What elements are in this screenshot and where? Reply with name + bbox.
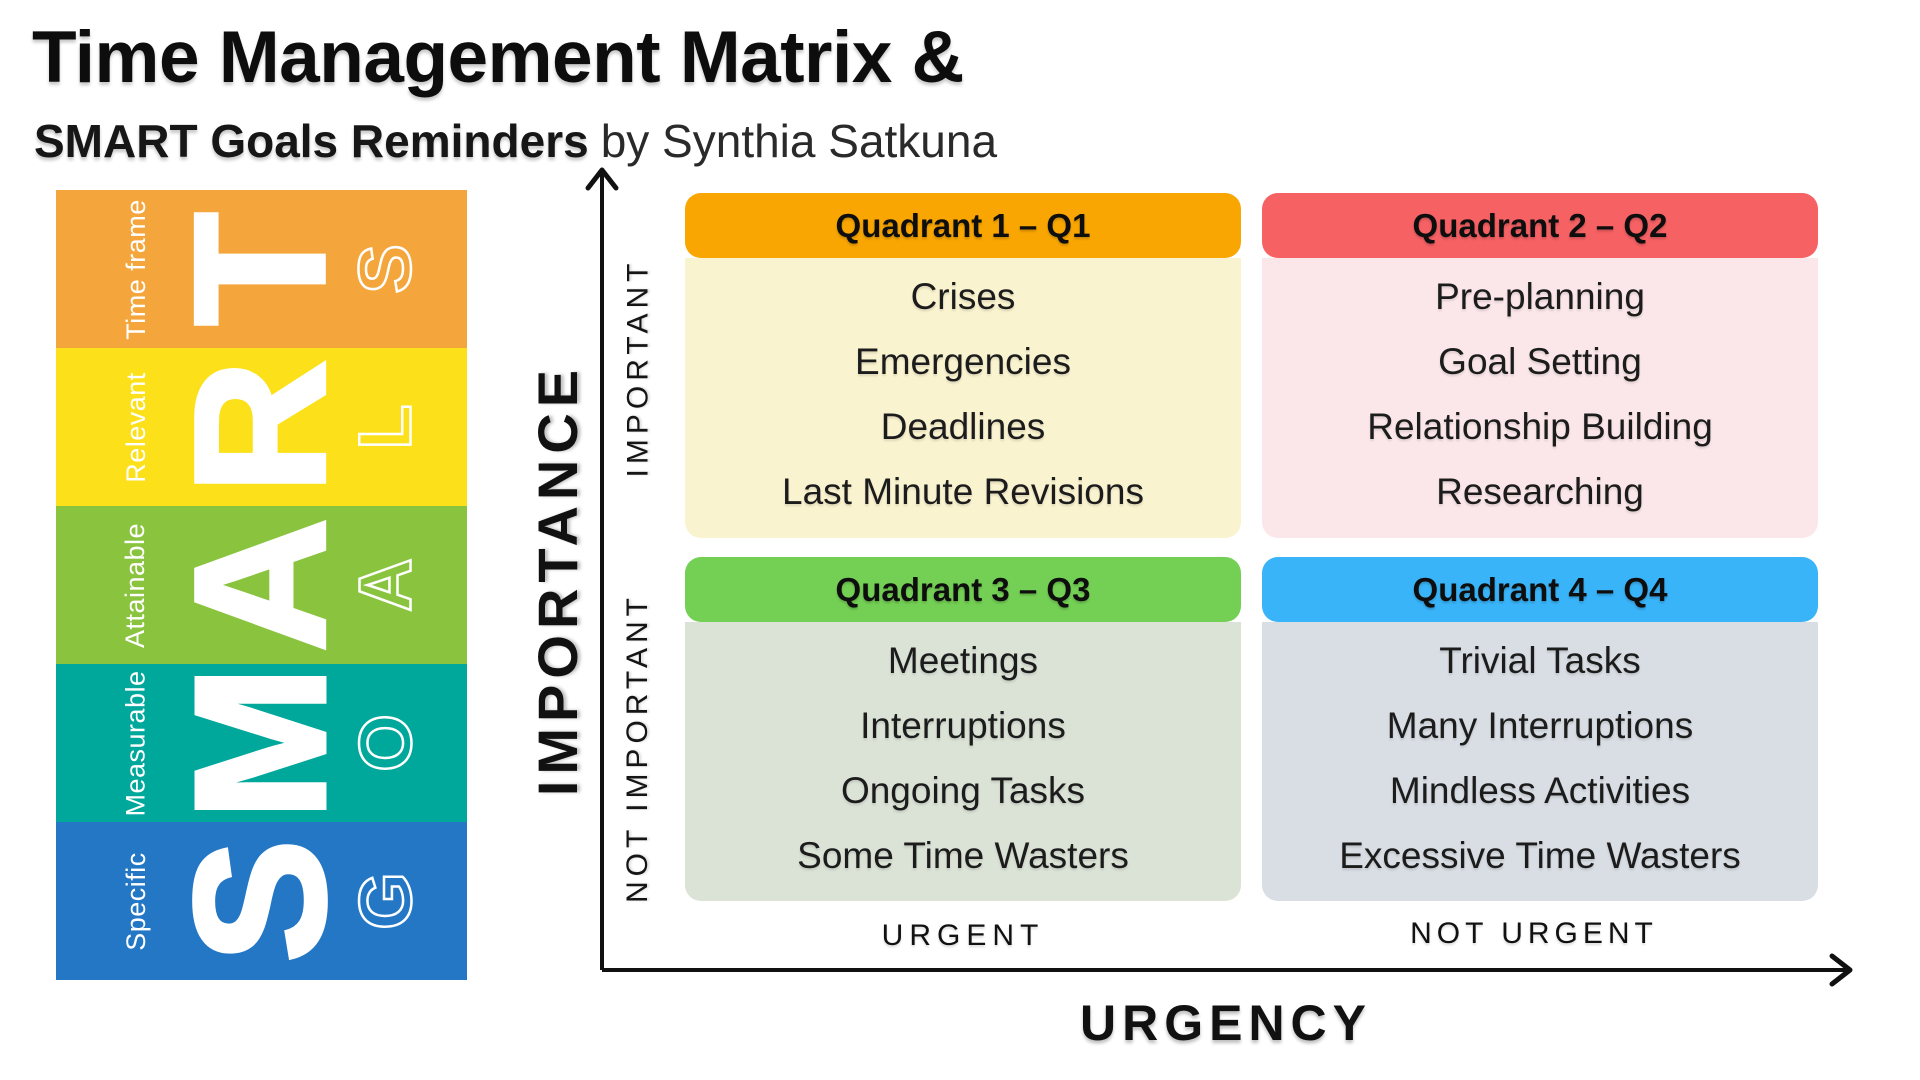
quadrant-4-card: Quadrant 4 – Q4 Trivial Tasks Many Inter…: [1262, 557, 1818, 901]
quadrant-1-card: Quadrant 1 – Q1 Crises Emergencies Deadl…: [685, 193, 1241, 538]
band-letter-wrap: T: [155, 190, 366, 348]
quadrant-item: Emergencies: [855, 341, 1071, 382]
band-label-wrap: Time frame: [111, 190, 161, 348]
band-label-wrap: Measurable: [111, 664, 161, 822]
axis-label-not-important: NOT IMPORTANT: [621, 592, 655, 903]
band-label: Time frame: [120, 198, 151, 340]
band-label: Relevant: [120, 371, 151, 483]
quadrant-item: Relationship Building: [1367, 406, 1713, 447]
band-letter-wrap: A: [155, 506, 366, 664]
band-ghost-letter: O: [343, 713, 429, 773]
band-letter: S: [155, 837, 366, 965]
band-letter-wrap: M: [155, 664, 366, 823]
band-ghost-wrap: O: [343, 664, 429, 822]
band-letter-wrap: S: [155, 822, 366, 980]
band-ghost-letter: L: [343, 403, 429, 451]
band-ghost-wrap: A: [343, 506, 429, 664]
quadrant-4-header: Quadrant 4 – Q4: [1262, 557, 1818, 622]
urgency-axis: [602, 953, 1853, 987]
quadrant-3-card: Quadrant 3 – Q3 Meetings Interruptions O…: [685, 557, 1241, 901]
quadrant-item: Crises: [910, 276, 1016, 317]
band-ghost-wrap: L: [343, 348, 429, 506]
quadrant-2-header: Quadrant 2 – Q2: [1262, 193, 1818, 258]
smart-band-specific: Specific S G: [56, 822, 467, 980]
smart-band-measurable: Measurable M O: [56, 664, 467, 822]
quadrant-item: Goal Setting: [1438, 341, 1642, 382]
band-label: Measurable: [120, 669, 151, 817]
axis-label-urgency: URGENCY: [1079, 995, 1373, 1051]
axis-label-important: IMPORTANT: [621, 258, 654, 477]
smart-band-relevant: Relevant R L: [56, 348, 467, 506]
quadrant-item: Trivial Tasks: [1439, 640, 1641, 681]
band-ghost-letter: A: [343, 557, 429, 613]
band-ghost-letter: S: [343, 243, 429, 295]
band-letter: R: [155, 358, 366, 496]
axis-label-urgent: URGENT: [881, 919, 1045, 952]
x-axis-arrow: [1829, 953, 1853, 987]
page-title: Time Management Matrix &: [32, 17, 964, 98]
axis-label-not-urgent: NOT URGENT: [1410, 917, 1658, 950]
quadrant-2-body: Pre-planning Goal Setting Relationship B…: [1262, 258, 1818, 538]
quadrant-item: Researching: [1436, 471, 1644, 512]
band-label-wrap: Attainable: [111, 506, 161, 664]
smart-band-time-frame: Time frame T S: [56, 190, 467, 348]
quadrant-1-header: Quadrant 1 – Q1: [685, 193, 1241, 258]
quadrant-4-body: Trivial Tasks Many Interruptions Mindles…: [1262, 622, 1818, 901]
band-letter: T: [155, 210, 366, 328]
band-label-wrap: Specific: [111, 822, 161, 980]
subtitle-author: by Synthia Satkuna: [600, 115, 998, 167]
smart-band-attainable: Attainable A A: [56, 506, 467, 664]
quadrant-item: Excessive Time Wasters: [1339, 835, 1741, 876]
smart-goals-graphic: Time frame T S Relevant R L Attainable A…: [56, 190, 467, 980]
band-letter: A: [155, 516, 366, 654]
axis-label-importance: IMPORTANCE: [526, 363, 590, 797]
quadrant-3-header: Quadrant 3 – Q3: [685, 557, 1241, 622]
quadrant-item: Ongoing Tasks: [840, 770, 1086, 811]
quadrant-item: Some Time Wasters: [797, 835, 1129, 876]
band-letter-wrap: R: [155, 348, 366, 506]
band-label-wrap: Relevant: [111, 348, 161, 506]
importance-axis: [585, 167, 619, 970]
quadrant-item: Deadlines: [880, 406, 1046, 447]
band-letter: M: [155, 664, 366, 823]
quadrant-item: Mindless Activities: [1389, 770, 1691, 811]
quadrant-item: Pre-planning: [1435, 276, 1645, 317]
band-label: Attainable: [120, 522, 151, 648]
band-ghost-wrap: G: [343, 822, 429, 980]
quadrant-item: Interruptions: [860, 705, 1066, 746]
band-ghost-wrap: S: [343, 190, 429, 348]
subtitle-bold: SMART Goals Reminders: [34, 115, 589, 167]
quadrant-item: Many Interruptions: [1386, 705, 1694, 746]
quadrant-2-card: Quadrant 2 – Q2 Pre-planning Goal Settin…: [1262, 193, 1818, 538]
quadrant-item: Last Minute Revisions: [782, 471, 1144, 512]
y-axis-arrow: [585, 167, 619, 191]
quadrant-1-body: Crises Emergencies Deadlines Last Minute…: [685, 258, 1241, 538]
quadrant-3-body: Meetings Interruptions Ongoing Tasks Som…: [685, 622, 1241, 901]
band-ghost-letter: G: [343, 871, 429, 931]
band-label: Specific: [120, 851, 151, 951]
quadrant-item: Meetings: [887, 640, 1039, 681]
